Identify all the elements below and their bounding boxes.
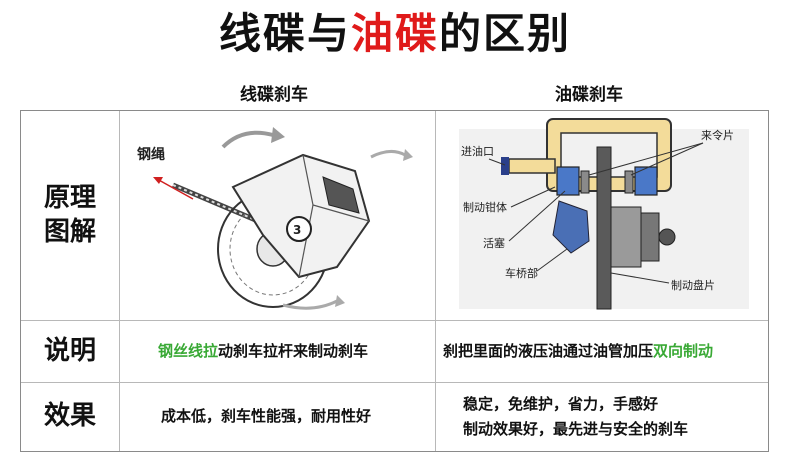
caliper-body (231, 153, 371, 279)
row-label-diagram: 原理 图解 (21, 181, 119, 249)
explain-cable-disc-text: 动刹车拉杆来制动刹车 (218, 342, 369, 360)
explain-cable-disc-highlight: 钢丝线拉 (158, 342, 219, 360)
page-title: 线碟与油碟的区别 (0, 4, 790, 64)
row-label-diagram-line2: 图解 (43, 217, 96, 247)
cable-label: 钢绳 (137, 146, 165, 163)
column-divider (119, 111, 120, 451)
rotation-arrow (282, 299, 338, 310)
effect-hydraulic-disc: 稳定，免维护，省力，手感好 制动效果好，最先进与安全的刹车 (463, 392, 688, 442)
label-axle: 车桥部 (505, 266, 538, 280)
axle-arm (552, 200, 590, 254)
piston-left (556, 166, 580, 196)
rotation-arrow (221, 130, 274, 149)
comparison-table: 原理 图解 钢绳 3 (20, 110, 769, 452)
cable-disc-brake-diagram: 钢绳 3 (137, 127, 413, 310)
explain-hydraulic-disc: 刹把里面的液压油通过油管加压双向制动 (443, 339, 713, 364)
title-part2: 的区别 (439, 9, 572, 58)
wheel-hub (610, 206, 642, 268)
effect-hydraulic-disc-line1: 稳定，免维护，省力，手感好 (463, 395, 659, 413)
label-disc: 制动盘片 (671, 278, 715, 292)
piston-right (634, 166, 658, 196)
brake-pad-left (580, 170, 590, 194)
brake-pad-right (624, 170, 634, 194)
row-label-effect: 效果 (43, 401, 96, 431)
row-label-explain: 说明 (43, 336, 96, 366)
inlet-fitting (501, 157, 509, 175)
column-header-hydraulic-disc: 油碟刹车 (555, 85, 623, 105)
explain-cable-disc: 钢丝线拉动刹车拉杆来制动刹车 (158, 339, 368, 364)
hydraulic-disc-brake-diagram: 进油口 制动钳体 活塞 车桥部 制动盘片 来令片 (459, 118, 749, 310)
actuator-lever (286, 216, 312, 242)
label-pads: 来令片 (701, 128, 734, 142)
title-part1: 线碟与 (218, 9, 351, 58)
caliper-shadow (322, 176, 360, 214)
svg-text:3: 3 (293, 223, 301, 237)
oil-inlet-pipe (508, 158, 556, 174)
label-caliper: 制动钳体 (463, 200, 507, 214)
row-divider (21, 320, 768, 321)
title-highlight: 油碟 (350, 9, 439, 58)
column-divider (435, 111, 436, 451)
column-header-cable-disc: 线碟刹车 (240, 85, 308, 105)
row-label-diagram-line1: 原理 (43, 183, 96, 213)
explain-hydraulic-disc-text: 刹把里面的液压油通过油管加压 (443, 342, 654, 360)
effect-hydraulic-disc-line2: 制动效果好，最先进与安全的刹车 (463, 420, 689, 438)
pull-arrow (156, 178, 194, 200)
rotation-arrow (370, 150, 406, 159)
explain-hydraulic-disc-highlight: 双向制动 (653, 342, 714, 360)
label-inlet: 进油口 (461, 144, 494, 158)
row-divider (21, 382, 768, 383)
effect-cable-disc: 成本低，刹车性能强，耐用性好 (161, 407, 372, 425)
label-piston: 活塞 (483, 236, 505, 250)
